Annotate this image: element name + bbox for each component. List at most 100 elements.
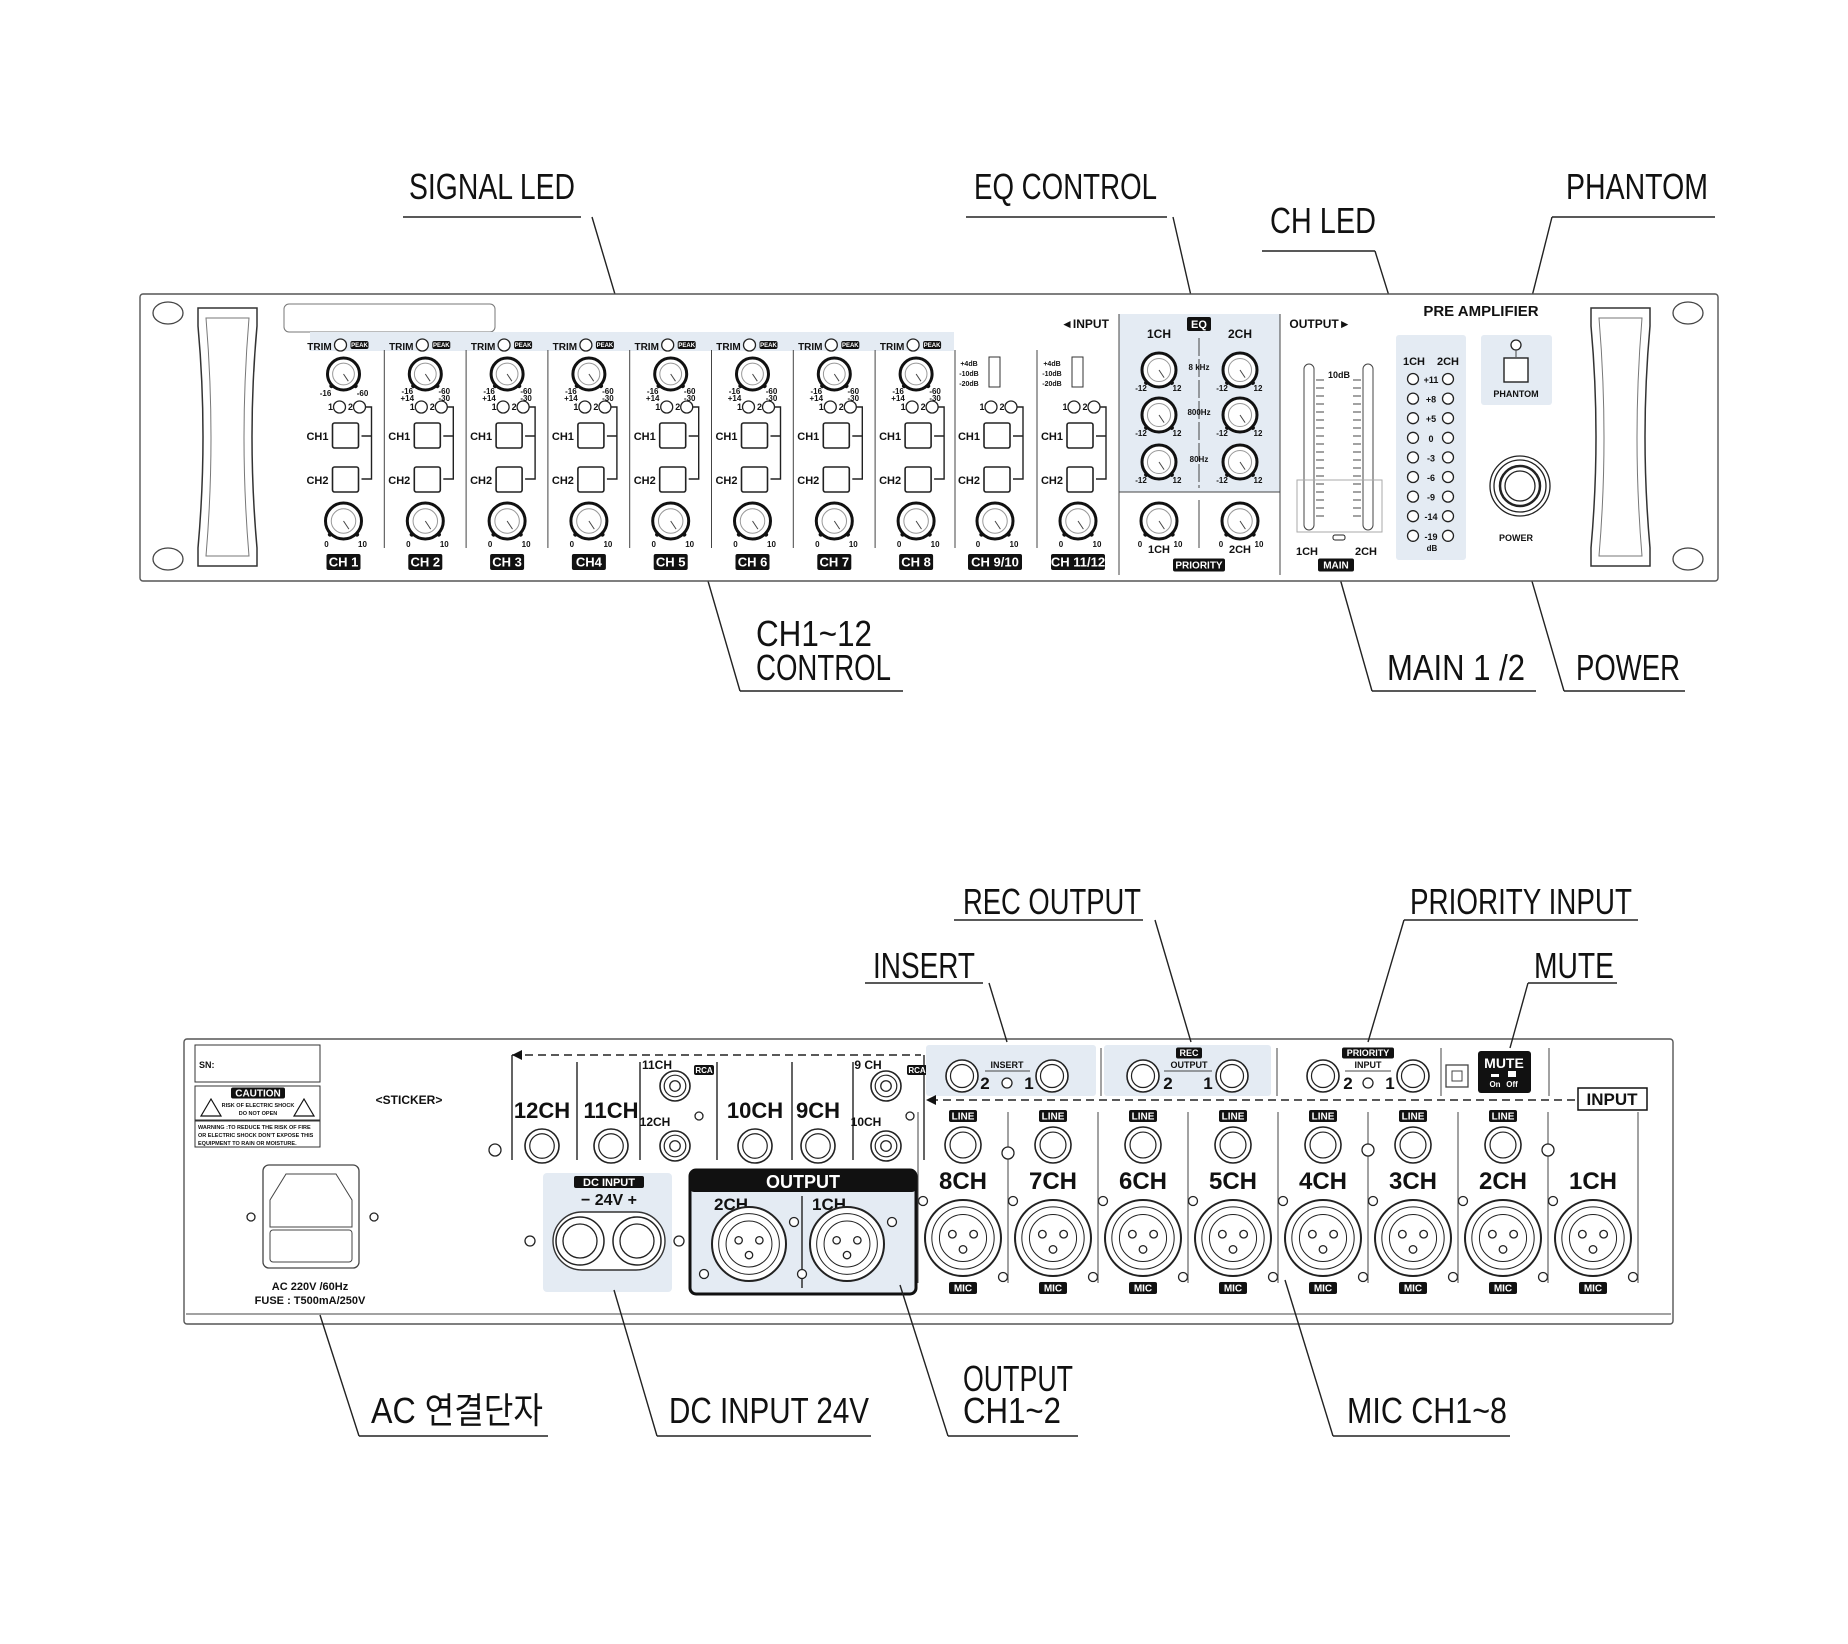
trim-knob[interactable] [407,356,443,392]
ch2-select-button[interactable] [331,466,360,493]
eq-knob-ch2[interactable] [1221,396,1259,434]
trim-knob[interactable] [489,356,525,392]
level-knob[interactable] [651,501,691,541]
trim-knob[interactable] [735,356,770,392]
xlr-mic-input[interactable] [1104,1199,1182,1277]
xlr-mic-input[interactable] [1194,1199,1272,1277]
phone-jack[interactable] [593,1128,629,1164]
signal-led [661,338,675,352]
xlr-mic-input[interactable] [924,1199,1002,1277]
level-knob[interactable] [733,501,772,541]
trim-knob[interactable] [816,356,852,392]
xlr-output-2-pin [734,1235,743,1245]
select-led-2 [352,400,367,414]
trim-knob[interactable] [653,356,689,392]
line-jack[interactable] [1214,1126,1252,1164]
xlr-mic-input[interactable] [1374,1199,1452,1277]
positive-binding-post[interactable] [612,1216,662,1266]
rca-jack-lower[interactable] [870,1130,902,1162]
rca-jack-lower[interactable] [659,1130,691,1162]
eq-knob-ch2[interactable] [1221,443,1259,481]
eq-knob-ch2[interactable] [1221,351,1259,389]
level-knob[interactable] [975,501,1015,541]
line-jack[interactable] [944,1126,982,1164]
line-jack[interactable] [1304,1126,1342,1164]
ch1-select-button[interactable] [983,422,1011,449]
ch2-select-button[interactable] [495,466,523,493]
level-knob[interactable] [896,501,936,541]
trim-knob[interactable] [898,356,934,392]
trim-knob[interactable] [326,356,361,392]
ch1-select-button[interactable] [822,422,851,449]
level-knob[interactable] [405,501,445,541]
xlr-output-1[interactable] [809,1206,885,1282]
insert-jack-2[interactable] [945,1059,979,1093]
ch2-select-button[interactable] [983,466,1011,493]
xlr-output-2[interactable] [711,1206,787,1282]
ch2-select-button[interactable] [1066,466,1094,493]
priority-jack-1[interactable] [1396,1059,1430,1093]
ch1-select-button[interactable] [495,422,523,449]
select-num-1: 1 [979,402,984,412]
eq-knob-ch1[interactable] [1140,351,1178,389]
xlr-screw [1087,1271,1099,1283]
ch2-select-button[interactable] [822,466,851,493]
xlr-mic-input[interactable] [1014,1199,1092,1277]
mic-badge-text: MIC [1314,1284,1332,1295]
ch1-select-button[interactable] [577,422,605,449]
phone-jack[interactable] [524,1128,560,1164]
channel-label: CH 11/12 [1051,554,1105,570]
level-knob[interactable] [487,501,527,541]
callout-power: POWER [1521,546,1685,692]
gain-switch[interactable] [1071,356,1084,388]
trim-knob[interactable] [571,356,607,392]
xlr-mic-input[interactable] [1464,1199,1542,1277]
gain-switch[interactable] [988,356,1001,388]
priority-badge-text: PRIORITY [1175,561,1223,572]
rec-output-jack-2[interactable] [1126,1059,1160,1093]
priority-jack-2[interactable] [1306,1059,1340,1093]
ch1-select-button[interactable] [1066,422,1094,449]
negative-binding-post[interactable] [555,1216,605,1266]
priority-knob-1[interactable] [1139,501,1179,541]
line-jack[interactable] [1034,1126,1072,1164]
ch2-select-button[interactable] [740,466,769,493]
ch1-select-button[interactable] [904,422,932,449]
phone-jack[interactable] [800,1128,836,1164]
level-knob[interactable] [814,501,854,541]
channel-label-bg [968,554,1022,570]
ch2-select-button[interactable] [658,466,687,493]
ch2-select-label: CH2 [879,475,901,487]
level-knob[interactable] [1058,501,1098,541]
eq-knob-ch1[interactable] [1140,443,1178,481]
insert-jack-1[interactable] [1035,1059,1069,1093]
ch2-select-button[interactable] [904,466,932,493]
ch1-select-button[interactable] [331,422,360,449]
level-knob[interactable] [324,501,363,541]
level-knob[interactable] [569,501,609,541]
trim-knob-pointer [343,373,349,382]
line-jack[interactable] [1124,1126,1162,1164]
rca-jack-upper[interactable] [659,1070,691,1102]
line-jack[interactable] [1484,1126,1522,1164]
callout-ch-led-label: CH LED [1270,200,1376,241]
rec-output-jack-1[interactable] [1215,1059,1249,1093]
ch2-select-button[interactable] [577,466,605,493]
xlr-mic-input[interactable] [1284,1199,1362,1277]
power-switch[interactable]: POWER [1489,455,1551,543]
line-jack[interactable] [1394,1126,1432,1164]
eq-knob-ch1[interactable] [1140,396,1178,434]
ch2-select-button[interactable] [413,466,442,493]
rca-jack-upper[interactable] [870,1070,902,1102]
priority-knob-2[interactable] [1220,501,1260,541]
xlr-mic-input[interactable] [1554,1199,1632,1277]
ch1-select-button[interactable] [658,422,687,449]
ch1-select-button[interactable] [740,422,769,449]
ch1-select-button[interactable] [413,422,442,449]
callout-power-label: POWER [1576,647,1680,688]
phantom-button[interactable] [1503,357,1529,383]
phone-jack[interactable] [737,1128,773,1164]
main-badge-bg [1318,558,1354,572]
